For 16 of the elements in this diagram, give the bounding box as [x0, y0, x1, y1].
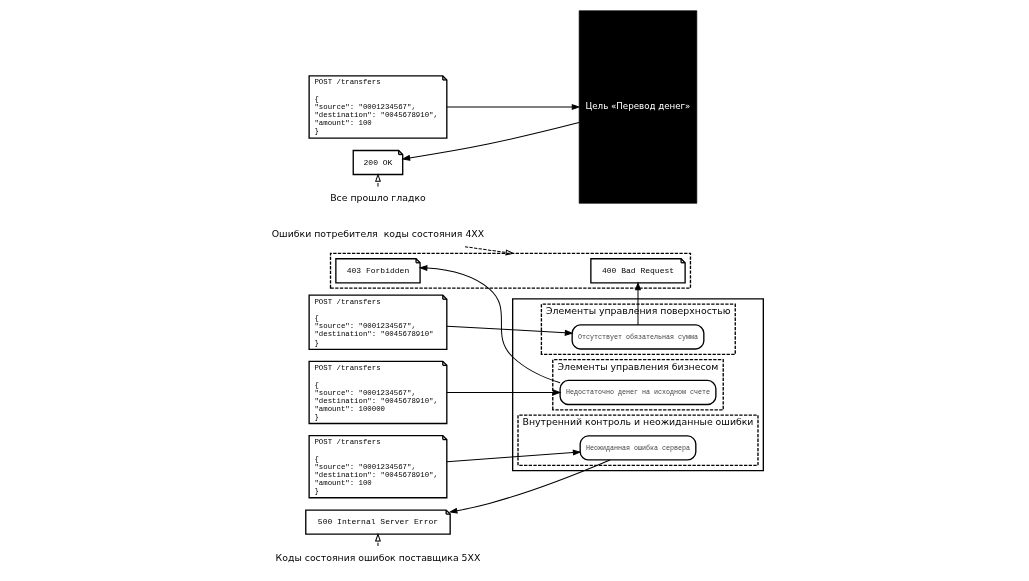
node-text: Ошибки потребителя коды состояния 4XX: [271, 228, 484, 240]
arrow: [419, 265, 561, 384]
arrow: [401, 122, 579, 161]
node-box: Цель «Перевод денег»: [578, 10, 697, 204]
node-text: Коды состояния ошибок поставщика 5XX: [275, 551, 480, 563]
arrow: [463, 246, 513, 256]
arrow: [449, 459, 610, 514]
arrow: [445, 325, 572, 336]
arrow: [374, 533, 381, 547]
arrow: [445, 104, 579, 110]
cluster: [511, 298, 764, 472]
node-text: Все прошло гладко: [329, 192, 426, 204]
arrow: [374, 174, 381, 187]
arrow: [445, 389, 560, 396]
arrow: [445, 449, 581, 463]
arrow: [634, 282, 641, 326]
